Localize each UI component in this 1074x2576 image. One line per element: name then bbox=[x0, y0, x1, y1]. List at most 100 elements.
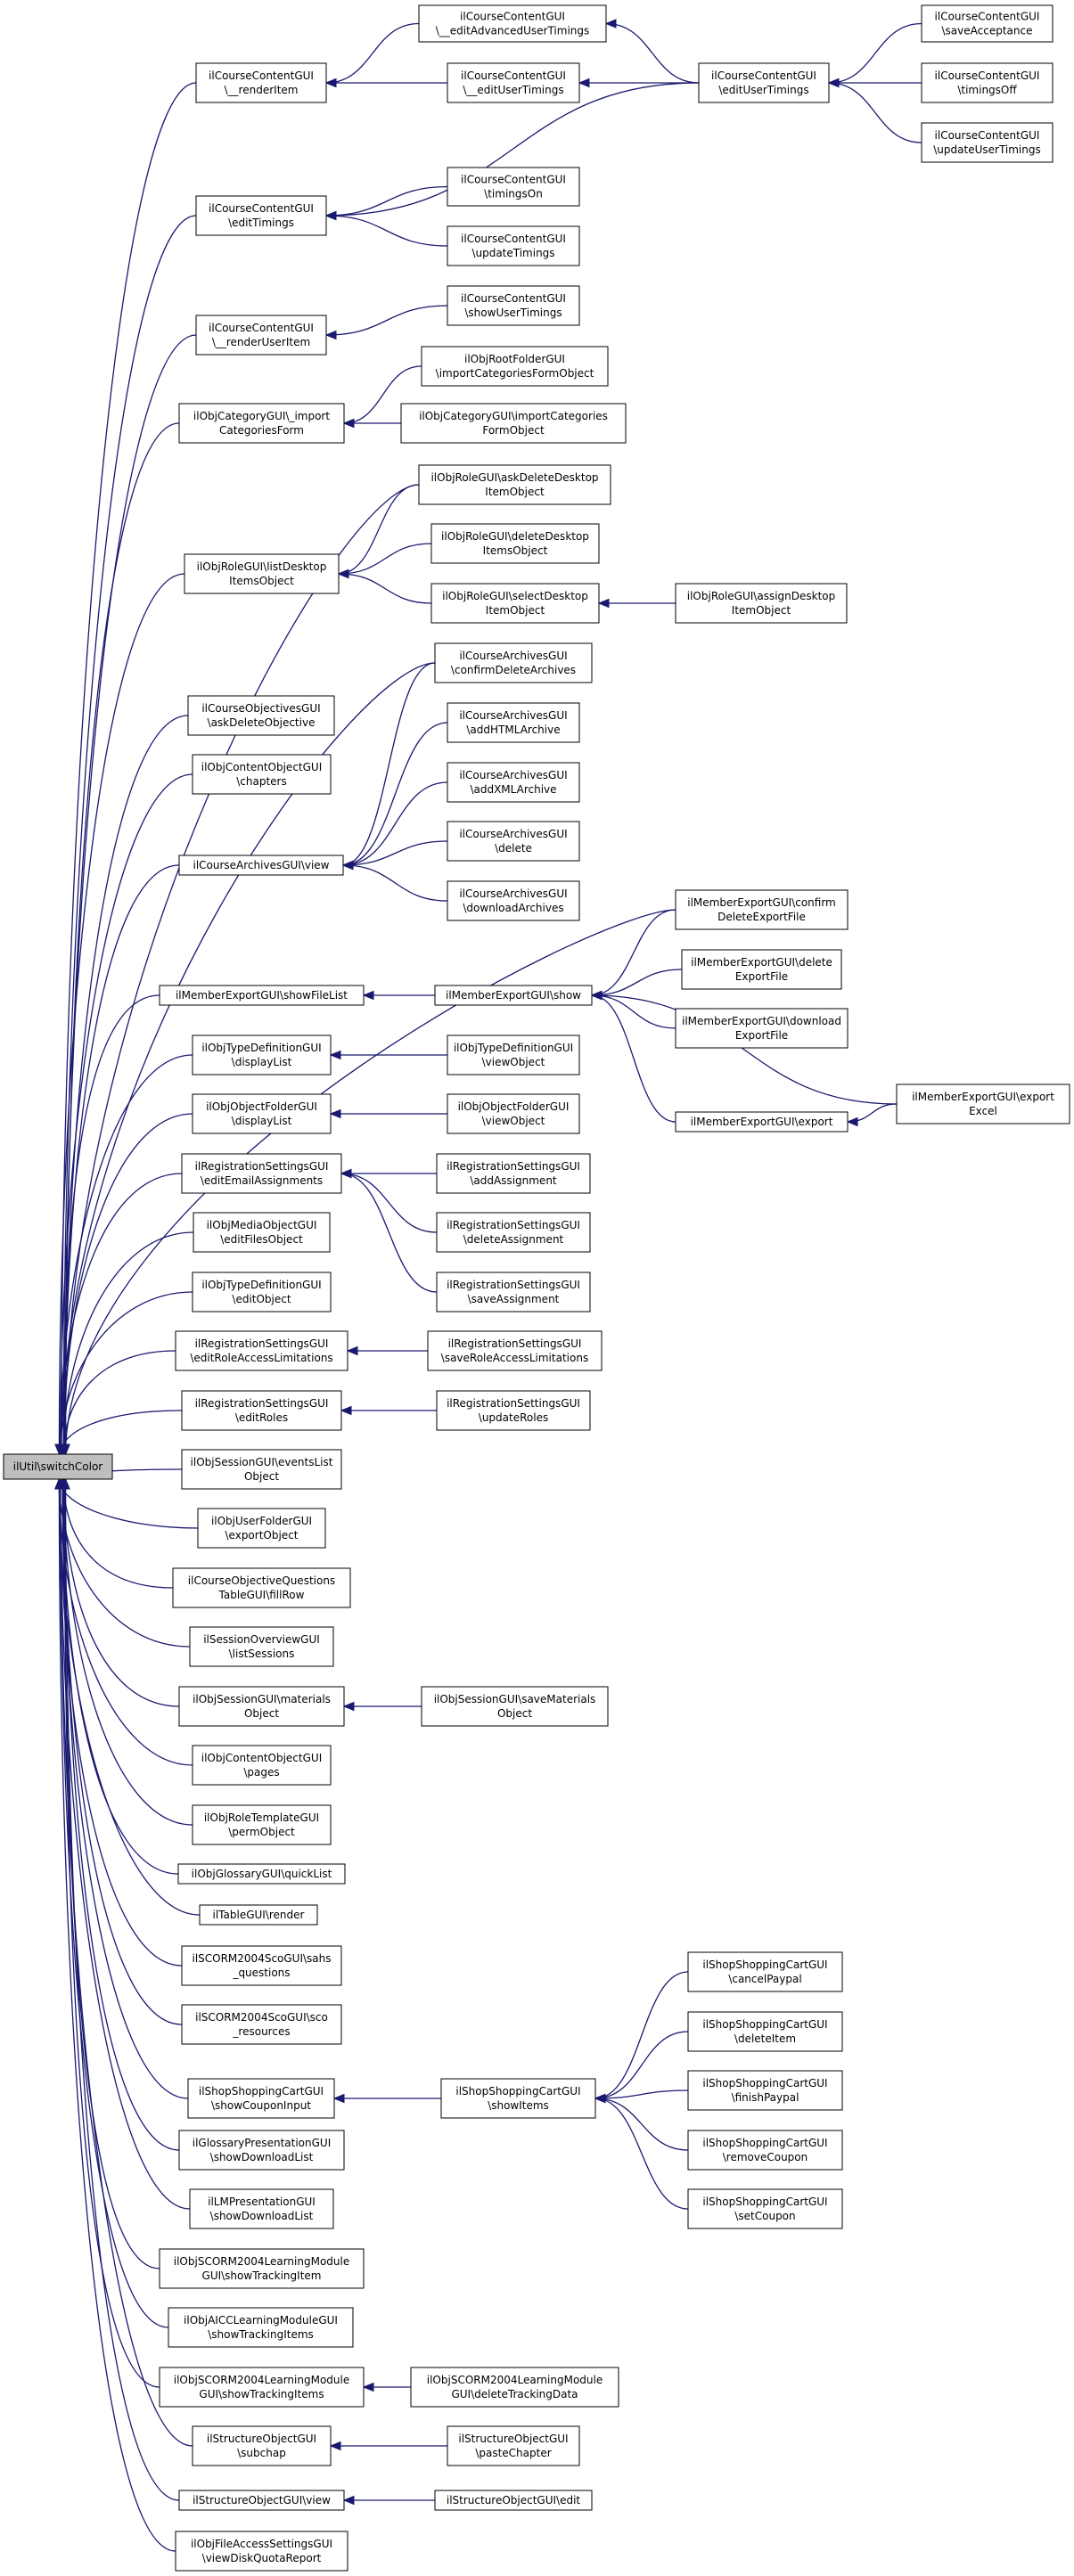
node-cc-editUserTimings[interactable]: ilCourseContentGUI\editUserTimings bbox=[698, 62, 830, 103]
node-ca-delete[interactable]: ilCourseArchivesGUI\delete bbox=[447, 821, 580, 862]
edge-ses_materials-to-root bbox=[62, 1478, 180, 1707]
node-rs-editRoleAccess[interactable]: ilRegistrationSettingsGUI\editRoleAccess… bbox=[175, 1330, 348, 1371]
node-rs-editEmail[interactable]: ilRegistrationSettingsGUI\editEmailAssig… bbox=[181, 1153, 342, 1194]
node-of-displayList[interactable]: ilObjObjectFolderGUI\displayList bbox=[192, 1093, 332, 1134]
node-me-show[interactable]: ilMemberExportGUI\show bbox=[434, 985, 593, 1006]
node-cc-timingsOff[interactable]: ilCourseContentGUI\timingsOff bbox=[921, 62, 1054, 103]
node-st-edit[interactable]: ilStructureObjectGUI\edit bbox=[434, 2490, 593, 2511]
node-me-confirmDelete[interactable]: ilMemberExportGUI\confirmDeleteExportFil… bbox=[675, 889, 849, 930]
node-sc-deleteItem[interactable]: ilShopShoppingCartGUI\deleteItem bbox=[687, 2011, 843, 2052]
node-rs-editRoles[interactable]: ilRegistrationSettingsGUI\editRoles bbox=[181, 1390, 342, 1431]
node-cc-timingsOn[interactable]: ilCourseContentGUI\timingsOn bbox=[447, 167, 580, 207]
node-box bbox=[178, 855, 344, 876]
node-me-showFileList[interactable]: ilMemberExportGUI\showFileList bbox=[159, 985, 365, 1006]
node-ca-addXML[interactable]: ilCourseArchivesGUI\addXMLArchive bbox=[447, 762, 580, 803]
node-label-line: ilCourseObjectivesGUI bbox=[201, 702, 320, 715]
node-sco-resources[interactable]: ilSCORM2004ScoGUI\sco_resources bbox=[181, 2004, 342, 2045]
edge-cc_editTimings-to-root bbox=[62, 215, 197, 1455]
node-root[interactable]: ilUtil\switchColor bbox=[3, 1453, 113, 1480]
node-ca-addHTML[interactable]: ilCourseArchivesGUI\addHTMLArchive bbox=[447, 702, 580, 743]
node-rs-saveRoleAccess[interactable]: ilRegistrationSettingsGUI\saveRoleAccess… bbox=[427, 1330, 603, 1371]
node-scorm-showTrackingItem[interactable]: ilObjSCORM2004LearningModuleGUI\showTrac… bbox=[159, 2248, 365, 2289]
node-td-displayList[interactable]: ilObjTypeDefinitionGUI\displayList bbox=[192, 1034, 332, 1075]
edge-cc_editUserTimings-to-cc_editAdvUserTimings bbox=[605, 22, 700, 84]
node-cc-editTimings[interactable]: ilCourseContentGUI\editTimings bbox=[195, 195, 327, 236]
node-coc-chapters[interactable]: ilObjContentObjectGUI\chapters bbox=[192, 754, 332, 795]
node-ca-download[interactable]: ilCourseArchivesGUI\downloadArchives bbox=[447, 880, 580, 921]
node-fa-viewDiskQuota[interactable]: ilObjFileAccessSettingsGUI\viewDiskQuota… bbox=[175, 2531, 348, 2572]
node-box bbox=[178, 2490, 345, 2511]
node-st-subchap[interactable]: ilStructureObjectGUI\subchap bbox=[192, 2425, 332, 2466]
node-mo-editFiles[interactable]: ilObjMediaObjectGUI\editFilesObject bbox=[193, 1212, 331, 1253]
node-box bbox=[189, 1626, 334, 1667]
node-st-pasteChapter[interactable]: ilStructureObjectGUI\pasteChapter bbox=[447, 2425, 580, 2466]
node-so-listSessions[interactable]: ilSessionOverviewGUI\listSessions bbox=[189, 1626, 334, 1667]
node-coc-pages[interactable]: ilObjContentObjectGUI\pages bbox=[192, 1745, 332, 1786]
node-sc-showCoupon[interactable]: ilShopShoppingCartGUI\showCouponInput bbox=[187, 2078, 335, 2119]
node-aicc-showTrackingItems[interactable]: ilObjAICCLearningModuleGUI\showTrackingI… bbox=[168, 2307, 354, 2348]
node-rs-addAssignment[interactable]: ilRegistrationSettingsGUI\addAssignment bbox=[436, 1153, 591, 1194]
node-root-importCatFormObj[interactable]: ilObjRootFolderGUI\importCategoriesFormO… bbox=[421, 346, 609, 387]
node-cc-renderItem[interactable]: ilCourseContentGUI\__renderItem bbox=[195, 62, 327, 103]
node-co-askDeleteObjective[interactable]: ilCourseObjectivesGUI\askDeleteObjective bbox=[187, 695, 335, 736]
node-rs-saveAssignment[interactable]: ilRegistrationSettingsGUI\saveAssignment bbox=[436, 1272, 591, 1313]
edge-me_exportExcel-to-me_show-arrowhead bbox=[590, 990, 603, 1001]
node-box bbox=[192, 2425, 332, 2466]
node-gp-showDownload[interactable]: ilGlossaryPresentationGUI\showDownloadLi… bbox=[178, 2130, 345, 2171]
node-cc--editUserTimings[interactable]: ilCourseContentGUI\__editUserTimings bbox=[447, 62, 580, 103]
node-box bbox=[447, 821, 580, 862]
node-scorm-showTrackingItems[interactable]: ilObjSCORM2004LearningModuleGUI\showTrac… bbox=[159, 2367, 365, 2408]
node-sc-showItems[interactable]: ilShopShoppingCartGUI\showItems bbox=[440, 2078, 596, 2119]
node-td-editObject[interactable]: ilObjTypeDefinitionGUI\editObject bbox=[192, 1272, 332, 1313]
node-coq-fillRow[interactable]: ilCourseObjectiveQuestionsTableGUI\fillR… bbox=[172, 1567, 351, 1608]
node-sco-sahs[interactable]: ilSCORM2004ScoGUI\sahs_questions bbox=[181, 1945, 342, 1986]
node-label-line: ExportFile bbox=[735, 1029, 788, 1042]
node-label-line: \saveAcceptance bbox=[942, 25, 1033, 37]
node-of-viewObject[interactable]: ilObjObjectFolderGUI\viewObject bbox=[447, 1093, 580, 1134]
node-rs-deleteAssignment[interactable]: ilRegistrationSettingsGUI\deleteAssignme… bbox=[436, 1212, 591, 1253]
node-rt-permObject[interactable]: ilObjRoleTemplateGUI\permObject bbox=[192, 1804, 332, 1845]
node-cc-updateUserTimings[interactable]: ilCourseContentGUI\updateUserTimings bbox=[921, 122, 1054, 163]
node-cc-editAdvUserTimings[interactable]: ilCourseContentGUI\__editAdvancedUserTim… bbox=[418, 4, 607, 43]
node-sc-setCoupon[interactable]: ilShopShoppingCartGUI\setCoupon bbox=[687, 2188, 843, 2229]
node-lmp-showDownload[interactable]: ilLMPresentationGUI\showDownloadList bbox=[189, 2188, 334, 2229]
node-label-line: DeleteExportFile bbox=[717, 911, 806, 923]
node-cat-importForm[interactable]: ilObjCategoryGUI\_importCategoriesForm bbox=[178, 403, 345, 444]
node-cc-renderUserItem[interactable]: ilCourseContentGUI\__renderUserItem bbox=[195, 315, 327, 356]
node-box bbox=[181, 1390, 342, 1431]
node-rs-updateRoles[interactable]: ilRegistrationSettingsGUI\updateRoles bbox=[436, 1390, 591, 1431]
node-scorm-deleteTracking[interactable]: ilObjSCORM2004LearningModuleGUI\deleteTr… bbox=[410, 2367, 619, 2408]
node-label-line: \saveAssignment bbox=[468, 1293, 560, 1305]
node-td-viewObject[interactable]: ilObjTypeDefinitionGUI\viewObject bbox=[447, 1034, 580, 1075]
node-gl-quickList[interactable]: ilObjGlossaryGUI\quickList bbox=[177, 1863, 346, 1885]
node-cc-showUserTimings[interactable]: ilCourseContentGUI\showUserTimings bbox=[447, 285, 580, 326]
node-cc-saveAcceptance[interactable]: ilCourseContentGUI\saveAcceptance bbox=[921, 4, 1054, 43]
node-label-line: ilShopShoppingCartGUI bbox=[702, 2077, 827, 2089]
node-label-line: ilCourseArchivesGUI bbox=[459, 709, 567, 722]
node-cc-updateTimings[interactable]: ilCourseContentGUI\updateTimings bbox=[447, 225, 580, 266]
node-box bbox=[193, 1212, 331, 1253]
node-ca-confirmDelete[interactable]: ilCourseArchivesGUI\confirmDeleteArchive… bbox=[434, 642, 593, 683]
node-sc-cancelPaypal[interactable]: ilShopShoppingCartGUI\cancelPaypal bbox=[687, 1951, 843, 1992]
node-tbl-render[interactable]: ilTableGUI\render bbox=[199, 1904, 318, 1926]
node-uf-exportObject[interactable]: ilObjUserFolderGUI\exportObject bbox=[197, 1508, 326, 1549]
node-label-line: \permObject bbox=[228, 1826, 295, 1838]
node-sc-finishPaypal[interactable]: ilShopShoppingCartGUI\finishPaypal bbox=[687, 2070, 843, 2111]
node-cat-importCatFormObj[interactable]: ilObjCategoryGUI\importCategoriesFormObj… bbox=[400, 403, 627, 444]
node-box bbox=[400, 403, 627, 444]
node-ca-view[interactable]: ilCourseArchivesGUI\view bbox=[178, 855, 344, 876]
node-me-export[interactable]: ilMemberExportGUI\export bbox=[675, 1111, 849, 1133]
node-st-view[interactable]: ilStructureObjectGUI\view bbox=[178, 2490, 345, 2511]
node-sc-removeCoupon[interactable]: ilShopShoppingCartGUI\removeCoupon bbox=[687, 2130, 843, 2171]
